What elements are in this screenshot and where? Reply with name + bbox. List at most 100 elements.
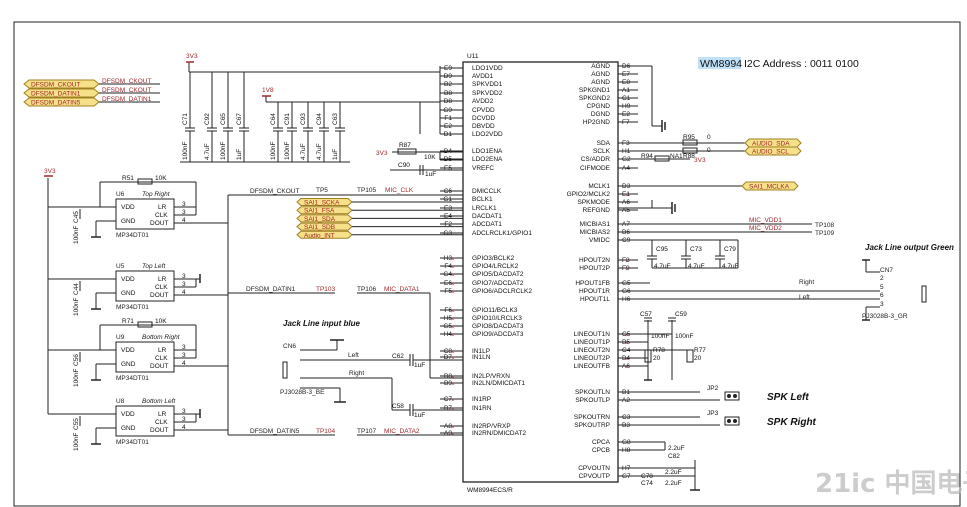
mic-data2-label: MIC_DATA2 [384,428,420,435]
mic-cap-ref: C56 [73,354,80,366]
out-right-label: Right [799,279,814,286]
chip-pin-name: GPIO11/BCLK3 [472,307,518,314]
cap-value: 100nF [270,142,277,160]
mic-pin-clk: CLK [155,284,168,291]
chip-pin-name: HPOUT1L [580,296,610,303]
no-connect-mark: × [451,272,455,279]
r95-value: 0 [707,134,711,141]
chip-pin-name: CPCB [592,447,610,454]
cn7-part: PJ3028B-3_GR [862,313,908,320]
chip-pin-name: DCVDD [472,115,495,122]
mic-cap-ref: C44 [73,283,80,295]
hp-cap-value: 4.7uF [688,263,705,270]
sai-ports: SAI1_SCKASAI1_FSASAI1_SDASAI1_SDBAudio_I… [296,198,463,239]
svg-text:3: 3 [880,301,884,308]
mic-vdd1-label: MIC_VDD1 [749,217,782,224]
chip-pin-name: IN1LP [472,348,490,355]
jp3-ref: JP3 [707,410,719,417]
mic-vdd2-label: MIC_VDD2 [749,225,782,232]
no-connect-mark: × [451,349,455,356]
chip-pin-name: HPOUT1FB [575,280,610,287]
svg-text:2: 2 [880,275,884,282]
chip-pin-name: IN1RP [472,396,491,403]
port-net-label: DFSDM_CKOUT [102,87,152,94]
c58-ref: C58 [392,403,404,410]
chip-pin-name: LDO1VDD [472,65,503,72]
mic-ref: U8 [116,398,125,405]
r77-ref: R77 [694,347,706,354]
mic-ref: U5 [116,263,125,270]
mic-body [115,341,175,373]
mic-body [115,405,175,437]
c74-value: 2.2uF [665,480,682,487]
mic-res-ref: R51 [122,175,134,182]
cap-ref: C71 [182,113,189,125]
r78-value: 20 [653,355,661,362]
chip-pin-name: SDA [597,140,611,147]
port-label: DFSDM_CKOUT [31,82,81,89]
watermark: 21ic 中国电子网 [815,469,967,499]
mic-part: MP34DT01 [116,375,149,382]
chip-pin-name: IN2LN/DMICDAT1 [472,380,525,387]
sheet-border [13,21,961,507]
c90-value: 1uF [425,171,436,178]
cap-ref: C63 [332,113,339,125]
mic-pin-gnd: GND [121,218,136,225]
chip-pin-name: IN1LN [472,354,491,361]
mic-pin-dout: DOUT [150,220,168,227]
mic-ref: U6 [116,191,125,198]
ldo-enable-circuit: 3V3 R87 10K C90 1uF [376,142,463,178]
chip-pin-name: SPKOUTLP [575,397,610,404]
mic-res-value: 10K [155,318,167,325]
mic-part: MP34DT01 [116,232,149,239]
wm8994-chip: U11 WM8994ECS/R E9LDO1VDDD9AVDD1B2SPKVDD… [440,53,638,494]
port-net-label: DFSDM_DATIN1 [102,96,152,103]
chip-pin-name: GPIO4/LRCLK2 [472,263,519,270]
r94-value: NA1 [670,153,683,160]
chip-pin-name: ADCDAT1 [472,221,502,228]
r87-value: 10K [424,154,436,161]
chip-left-pins: E9LDO1VDDD9AVDD1B2SPKVDD1B8SPKVDD2D8AVDD… [440,65,532,438]
tp106-label: TP106 [357,286,377,293]
chip-pin-name: HPOUT2N [579,257,610,264]
mic-pin-number: 3 [182,201,186,208]
mic-pin-lr: LR [158,276,167,283]
cap-value: 4.7uF [316,143,323,160]
chip-pin-name: REFGND [583,207,611,214]
chip-pin-name: DMICCLK [472,188,502,195]
chip-pin-name: VMIDC [589,237,610,244]
chip-ref: U11 [467,53,479,60]
chip-pin-name: MICBIAS1 [580,221,611,228]
port-label: DFSDM_DATIN1 [31,91,81,98]
mic-pin-lr: LR [158,204,167,211]
tp105-label: TP105 [357,187,377,194]
sai-port-label: SAI1_FSA [304,208,335,215]
i2c-address: I2C Address : 0011 0100 [744,58,859,70]
c59-ref: C59 [675,311,687,318]
chip-name-highlight [698,57,741,69]
mic-pin-gnd: GND [121,425,136,432]
mic-ref: U9 [116,334,125,341]
chip-pin-name: CPGND [587,103,611,110]
chip-pin-name: SPKOUTRN [574,414,610,421]
chip-pin-name: IN2RN/DMICDAT2 [472,430,526,437]
chip-pin-name: GPIO8/DACDAT3 [472,323,524,330]
no-connect-mark: × [625,192,629,199]
no-connect-mark: × [625,266,629,273]
c62-value: 1uF [414,362,425,369]
rail-3v3-label: 3V3 [186,53,198,60]
mic-pin-vdd: VDD [121,204,135,211]
chip-pin-name: DGND [591,111,610,118]
net-datin5-label: DFSDM_DATIN5 [250,428,300,435]
no-connect-mark: × [451,355,455,362]
r78-ref: R78 [653,347,665,354]
mic-cap-ref: C45 [73,211,80,223]
chip-pin-name: HPOUT2P [579,265,610,272]
ldo-3v3-label: 3V3 [376,150,388,157]
chip-pin-name: CS/ADDR [581,156,611,163]
chip-pin-name: LINEOUTFB [574,363,610,370]
